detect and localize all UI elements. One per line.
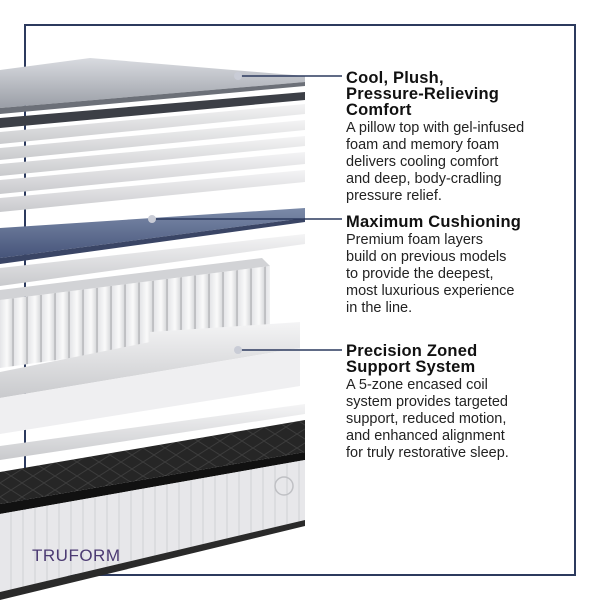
callout-title: Cool, Plush, Pressure-Relieving Comfort	[346, 69, 500, 119]
callout-title: Precision Zoned Support System	[346, 342, 478, 376]
callout-support: Precision Zoned Support System A 5-zone …	[346, 343, 586, 462]
callout-body: Premium foam layers build on previous mo…	[346, 232, 515, 316]
callout-title: Maximum Cushioning	[346, 213, 522, 231]
brand-logo: TRUFORM	[32, 546, 121, 565]
callout-body: A 5-zone encased coil system provides ta…	[346, 377, 509, 461]
callout-cushioning: Maximum Cushioning Premium foam layers b…	[346, 214, 586, 317]
callout-body: A pillow top with gel-infused foam and m…	[346, 120, 525, 204]
callout-comfort: Cool, Plush, Pressure-Relieving Comfort …	[346, 70, 586, 205]
